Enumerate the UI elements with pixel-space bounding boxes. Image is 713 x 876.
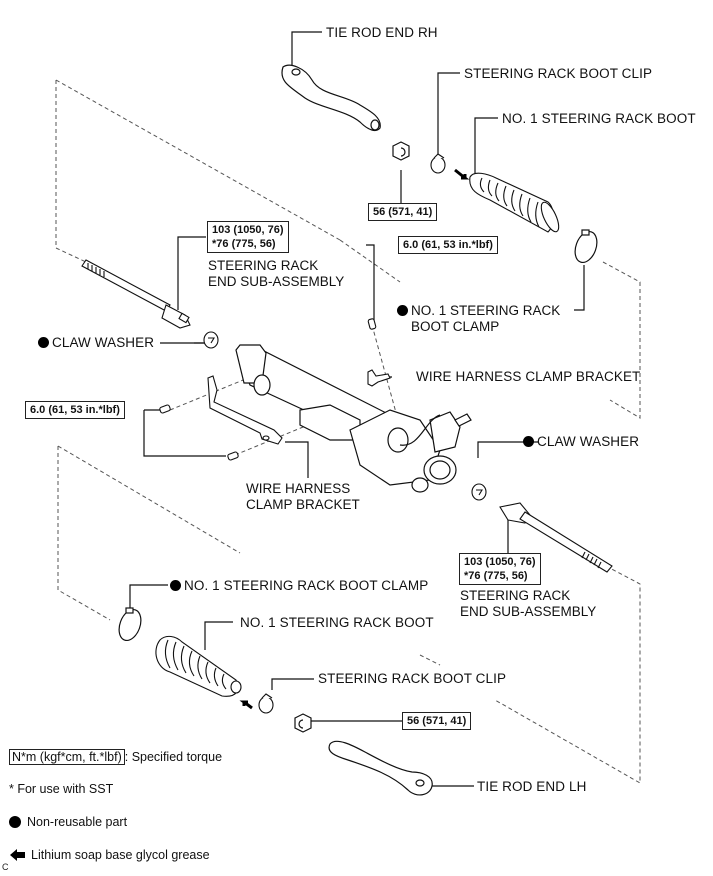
torque-rack-end-lower-line1: 103 (1050, 76) <box>464 556 536 568</box>
torque-bracket-bolt-upper: 6.0 (61, 53 in.*lbf) <box>398 236 498 254</box>
grease-legend-arrow-icon <box>10 849 25 861</box>
torque-rack-end-lower-line2: *76 (775, 56) <box>464 570 528 582</box>
dashed-guide-upper-left <box>55 80 87 263</box>
legend-torque-desc: : Specified torque <box>124 750 223 764</box>
label-claw-washer-right: CLAW WASHER <box>523 434 639 450</box>
boot-clip-upper-part <box>430 153 446 174</box>
boot-clamp-lower-part <box>118 607 142 642</box>
label-boot-upper: NO. 1 STEERING RACK BOOT <box>502 111 696 126</box>
claw-washer-left-part <box>203 331 219 349</box>
tie-rod-end-lh-part <box>328 740 433 796</box>
label-wire-bracket-right: WIRE HARNESS CLAMP BRACKET <box>416 369 641 384</box>
label-rack-end-upper-line2: END SUB-ASSEMBLY <box>208 274 345 289</box>
boot-lower-part <box>155 635 242 697</box>
label-boot-clamp-lower: NO. 1 STEERING RACK BOOT CLAMP <box>170 578 428 594</box>
label-tie-rod-end-lh: TIE ROD END LH <box>477 779 587 794</box>
non-reusable-legend-icon <box>9 816 21 828</box>
torque-rack-end-upper-line2: *76 (775, 56) <box>212 238 276 250</box>
label-claw-washer-left-text: CLAW WASHER <box>52 335 155 350</box>
non-reusable-dot-icon <box>523 436 534 447</box>
label-rack-end-lower-line2: END SUB-ASSEMBLY <box>460 604 597 619</box>
steering-gear-housing-part <box>235 344 472 493</box>
non-reusable-dot-icon <box>397 305 408 316</box>
nut-upper-part <box>392 141 410 161</box>
label-boot-clamp-upper-line1: NO. 1 STEERING RACK <box>411 303 561 318</box>
legend-torque-unit-box: N*m (kgf*cm, ft.*lbf) <box>9 749 125 765</box>
label-claw-washer-right-text: CLAW WASHER <box>537 434 640 449</box>
torque-nut-lower: 56 (571, 41) <box>402 712 472 730</box>
legend-torque: N*m (kgf*cm, ft.*lbf): Specified torque <box>9 749 223 765</box>
grease-arrow-lower <box>239 700 253 710</box>
grease-arrow-upper <box>454 168 470 180</box>
label-boot-clamp-upper-line2: BOOT CLAMP <box>411 319 500 334</box>
label-boot-lower: NO. 1 STEERING RACK BOOT <box>240 615 434 630</box>
dashed-guide-lower-diag <box>57 445 241 554</box>
legend-non-reusable: Non-reusable part <box>27 815 128 829</box>
claw-washer-right-part <box>471 483 487 501</box>
non-reusable-dot-icon <box>170 580 181 591</box>
rack-end-upper-part <box>81 259 191 329</box>
nut-lower-part <box>294 713 312 733</box>
label-boot-clip-lower: STEERING RACK BOOT CLIP <box>318 671 507 686</box>
label-tie-rod-end-rh: TIE ROD END RH <box>326 25 438 40</box>
corner-mark: C <box>2 862 9 872</box>
label-claw-washer-left: CLAW WASHER <box>38 335 154 351</box>
label-boot-clamp-upper: NO. 1 STEERING RACK BOOT CLAMP <box>397 303 560 335</box>
torque-rack-end-lower: 103 (1050, 76) *76 (775, 56) <box>459 553 541 585</box>
non-reusable-dot-icon <box>38 337 49 348</box>
label-wire-bracket-lower-line2: CLAMP BRACKET <box>246 497 360 512</box>
label-rack-end-lower-line1: STEERING RACK <box>460 588 571 603</box>
legend-grease: Lithium soap base glycol grease <box>31 848 210 862</box>
legend-sst: * For use with SST <box>9 782 114 796</box>
torque-rack-end-upper: 103 (1050, 76) *76 (775, 56) <box>207 221 289 253</box>
label-boot-clip-upper: STEERING RACK BOOT CLIP <box>464 66 653 81</box>
label-wire-bracket-lower: WIRE HARNESS CLAMP BRACKET <box>246 481 360 513</box>
boot-clamp-upper-part <box>574 229 598 264</box>
bracket-bolts <box>159 318 377 461</box>
torque-bracket-bolt-left: 6.0 (61, 53 in.*lbf) <box>25 401 125 419</box>
boot-clip-lower-part <box>258 693 274 714</box>
dashed-guide-right-upper <box>602 261 641 419</box>
tie-rod-end-rh-part <box>281 64 381 132</box>
label-boot-clamp-lower-text: NO. 1 STEERING RACK BOOT CLAMP <box>184 578 429 593</box>
torque-rack-end-upper-line1: 103 (1050, 76) <box>212 224 284 236</box>
leader-lines <box>129 31 585 787</box>
rack-end-lower-part <box>499 502 613 573</box>
dashed-guide-upper-diag <box>55 79 341 241</box>
label-rack-end-upper-line1: STEERING RACK <box>208 258 319 273</box>
dashed-guide-lower-left <box>57 446 111 621</box>
wire-harness-bracket-lower-part <box>207 375 283 445</box>
wire-harness-bracket-upper-part <box>367 369 391 387</box>
label-rack-end-upper: STEERING RACK END SUB-ASSEMBLY <box>208 258 344 290</box>
label-rack-end-lower: STEERING RACK END SUB-ASSEMBLY <box>460 588 596 620</box>
label-wire-bracket-lower-line1: WIRE HARNESS <box>246 481 351 496</box>
boot-upper-part <box>469 172 560 233</box>
torque-nut-upper: 56 (571, 41) <box>368 203 438 221</box>
